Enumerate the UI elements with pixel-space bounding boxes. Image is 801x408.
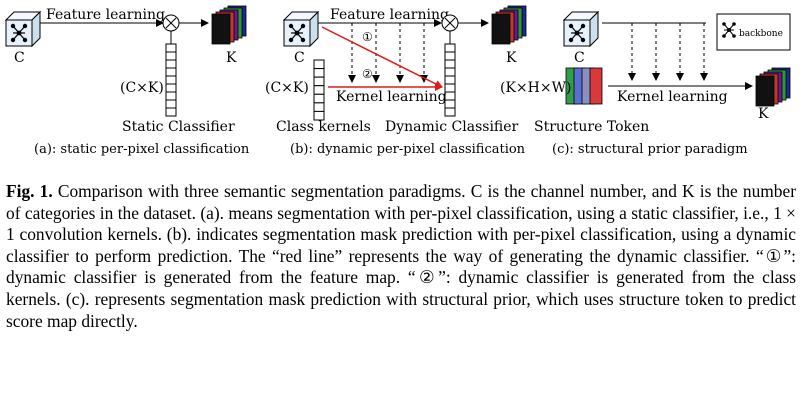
classifier-shape-label: (C×K) (120, 80, 164, 96)
kernel-cell (165, 83, 177, 93)
marker-1-label: ① (362, 30, 373, 44)
kernel-cell (444, 59, 456, 69)
feature-map-slice (211, 13, 231, 45)
kernel-cell (444, 75, 456, 85)
kernel-cell (165, 59, 177, 69)
input-channel-label: C (294, 50, 305, 66)
token-shape-label: (K×H×W) (500, 80, 571, 96)
dashed-kernel-arrows (348, 23, 428, 83)
classifier-name-label: Dynamic Classifier (385, 119, 519, 135)
panel-a: C Feature learning K (C×K) Static Classi… (4, 5, 250, 157)
structure-token-label: Structure Token (534, 119, 649, 135)
paradigm-diagram: C Feature learning K (C×K) Static Classi… (4, 5, 791, 157)
dashed-kernel-arrows (628, 23, 708, 81)
input-channel-label: C (574, 50, 585, 66)
kernel-cell (313, 76, 325, 87)
backbone-cube-icon (282, 10, 320, 48)
kernel-cell (165, 107, 177, 117)
kernels-shape-label: (C×K) (265, 80, 309, 96)
static-classifier-bar (165, 43, 177, 117)
kernel-cell (313, 68, 325, 78)
legend-box: backbone (716, 13, 791, 51)
panel-a-caption: (a): static per-pixel classification (34, 142, 250, 157)
score-map-stack-icon (211, 5, 247, 45)
kernel-cell (165, 91, 177, 101)
figure-caption: Fig. 1. Comparison with three semantic s… (6, 181, 796, 332)
feature-map-slice (755, 75, 775, 107)
figure-caption-body: Comparison with three semantic segmentat… (6, 181, 797, 331)
output-category-label: K (506, 50, 517, 66)
legend-backbone-label: backbone (739, 29, 783, 39)
marker-2-label: ② (362, 67, 373, 81)
feature-learning-label: Feature learning (46, 7, 165, 23)
output-category-label: K (758, 106, 769, 122)
kernel-cell (444, 51, 456, 61)
structure-token-stack-icon (565, 67, 603, 105)
kernel-cell (313, 93, 325, 104)
class-kernels-bar (313, 59, 325, 121)
panel-c-caption: (c): structural prior paradigm (552, 142, 748, 157)
multiply-icon (441, 14, 459, 32)
classifier-name-label: Static Classifier (122, 119, 235, 135)
kernel-learning-label: Kernel learning (336, 89, 447, 105)
dynamic-classifier-bar (444, 43, 456, 117)
kernel-cell (165, 75, 177, 85)
feature-learning-label: Feature learning (330, 7, 449, 23)
backbone-cube-icon (4, 10, 42, 48)
kernel-cell (313, 59, 325, 70)
kernel-learning-label: Kernel learning (617, 89, 728, 105)
kernel-cell (444, 43, 456, 53)
class-kernels-label: Class kernels (276, 119, 371, 135)
multiply-icon (162, 14, 180, 32)
figure-caption-label: Fig. 1. (6, 181, 53, 201)
red-dynamic-line-1 (321, 26, 443, 88)
score-map-stack-icon (491, 5, 527, 45)
score-map-stack-icon (755, 67, 791, 107)
token-slice (589, 67, 603, 105)
kernel-cell (165, 99, 177, 109)
kernel-cell (165, 43, 177, 53)
panel-b-caption: (b): dynamic per-pixel classification (290, 142, 526, 157)
kernel-cell (165, 51, 177, 61)
network-glyph-icon (568, 23, 586, 43)
kernel-cell (313, 85, 325, 95)
kernel-cell (165, 67, 177, 77)
panel-b: C Feature learning ① ② K (C×K) Kernel le… (265, 5, 527, 157)
panel-c: C (K×H×W) Kernel learning K Structure To… (500, 10, 791, 157)
kernel-cell (444, 107, 456, 117)
network-glyph-icon (722, 22, 736, 38)
kernel-cell (313, 110, 325, 121)
output-category-label: K (226, 50, 237, 66)
backbone-cube-icon (562, 10, 600, 48)
kernel-cell (444, 67, 456, 77)
network-glyph-icon (288, 23, 306, 43)
kernel-cell (313, 102, 325, 112)
network-glyph-icon (10, 23, 28, 43)
feature-map-slice (491, 13, 511, 45)
input-channel-label: C (14, 50, 25, 66)
